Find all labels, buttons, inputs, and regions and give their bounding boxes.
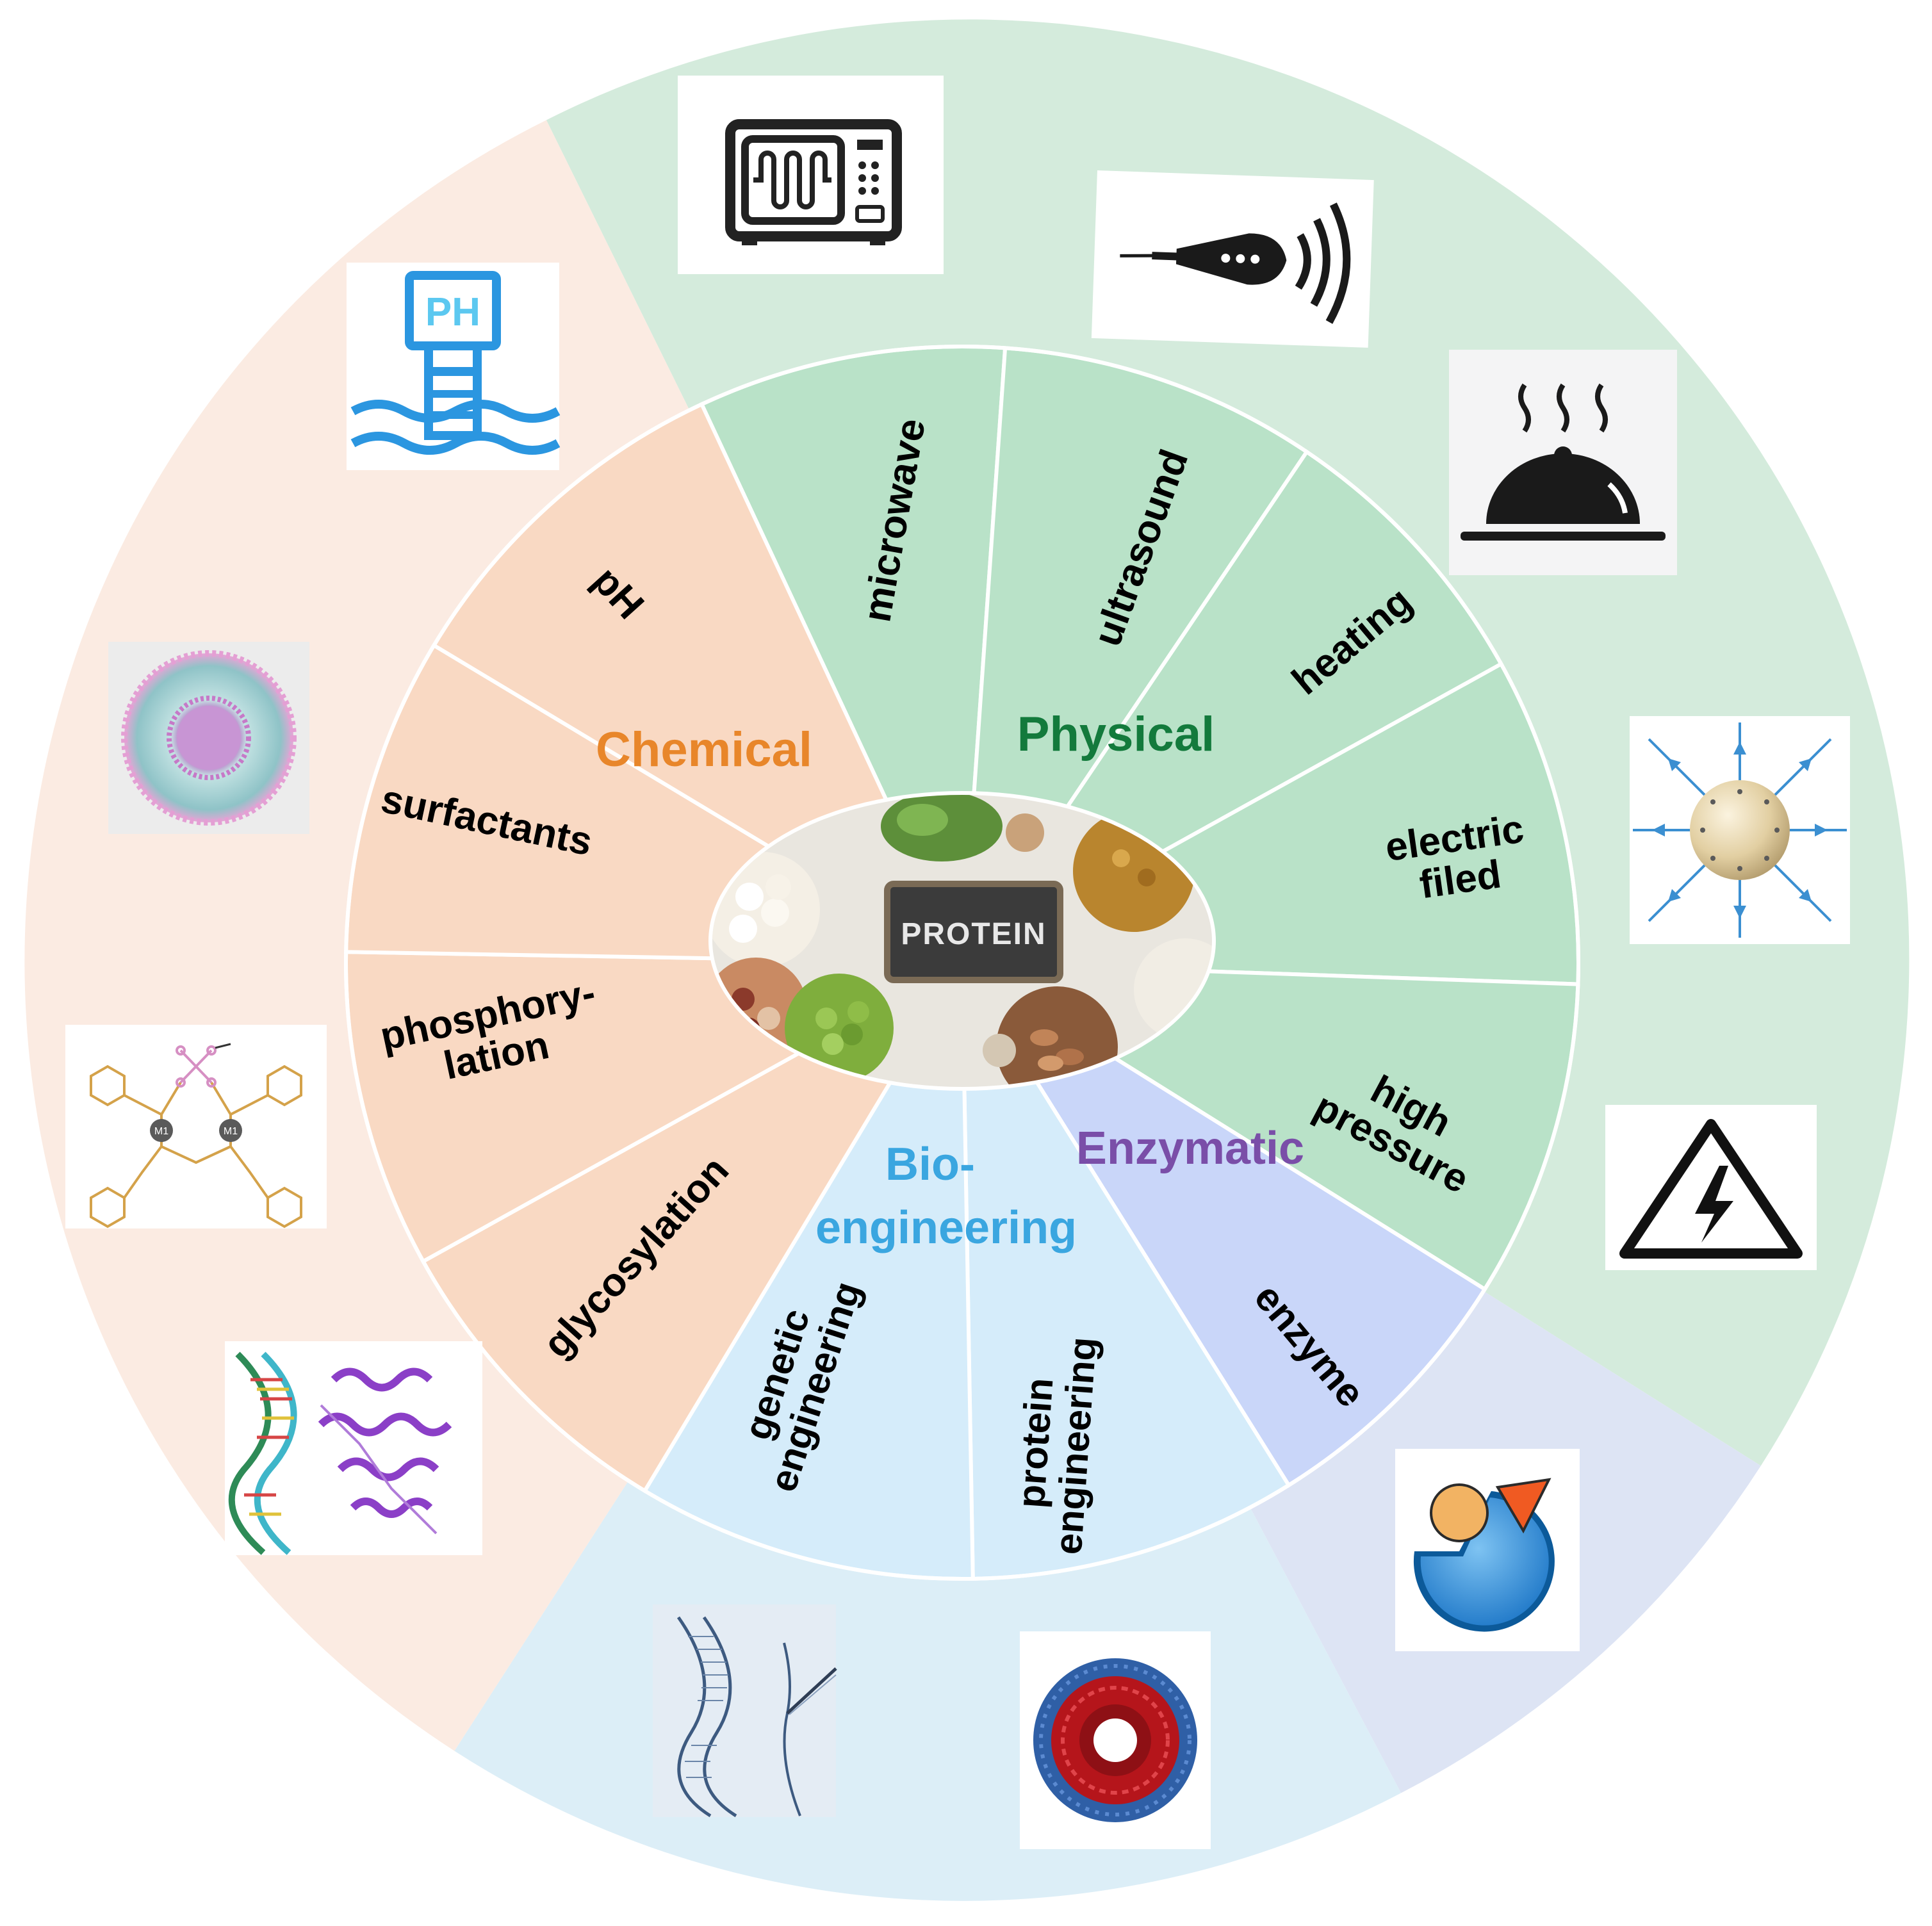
dna-protein-icon — [225, 1341, 482, 1555]
category-bio-label-line1: Bio- — [885, 1139, 975, 1190]
segment-label-protein-eng-line1: protein — [1010, 1376, 1061, 1510]
liposome-icon — [108, 642, 309, 834]
metal-label-1: M1 — [154, 1126, 168, 1137]
ph-meter-text: PH — [425, 290, 480, 334]
phosphorylation-structure-icon: M1 M1 — [65, 1025, 327, 1228]
ph-meter-icon: PH — [347, 263, 561, 470]
category-physical-label: Physical — [1017, 707, 1215, 762]
category-bio-label-line2: engineering — [815, 1202, 1077, 1253]
high-voltage-warning-icon — [1605, 1105, 1817, 1270]
heated-dish-icon — [1449, 350, 1677, 575]
protein-chalkboard — [884, 881, 1063, 983]
ring-divider — [344, 345, 1580, 1581]
category-chemical-label: Chemical — [596, 722, 812, 777]
protein-structure-icon — [1020, 1631, 1211, 1849]
metal-label-2: M1 — [224, 1126, 238, 1137]
enzyme-substrate-icon — [1395, 1449, 1580, 1651]
microwave-oven-icon — [678, 76, 944, 274]
ultrasound-probe-icon — [1091, 170, 1374, 348]
category-enzymatic-label: Enzymatic — [1076, 1123, 1304, 1174]
protein-chalkboard-label: PROTEIN — [901, 917, 1046, 951]
electric-field-charge-icon — [1630, 716, 1850, 944]
gene-editing-dna-icon — [653, 1604, 837, 1818]
